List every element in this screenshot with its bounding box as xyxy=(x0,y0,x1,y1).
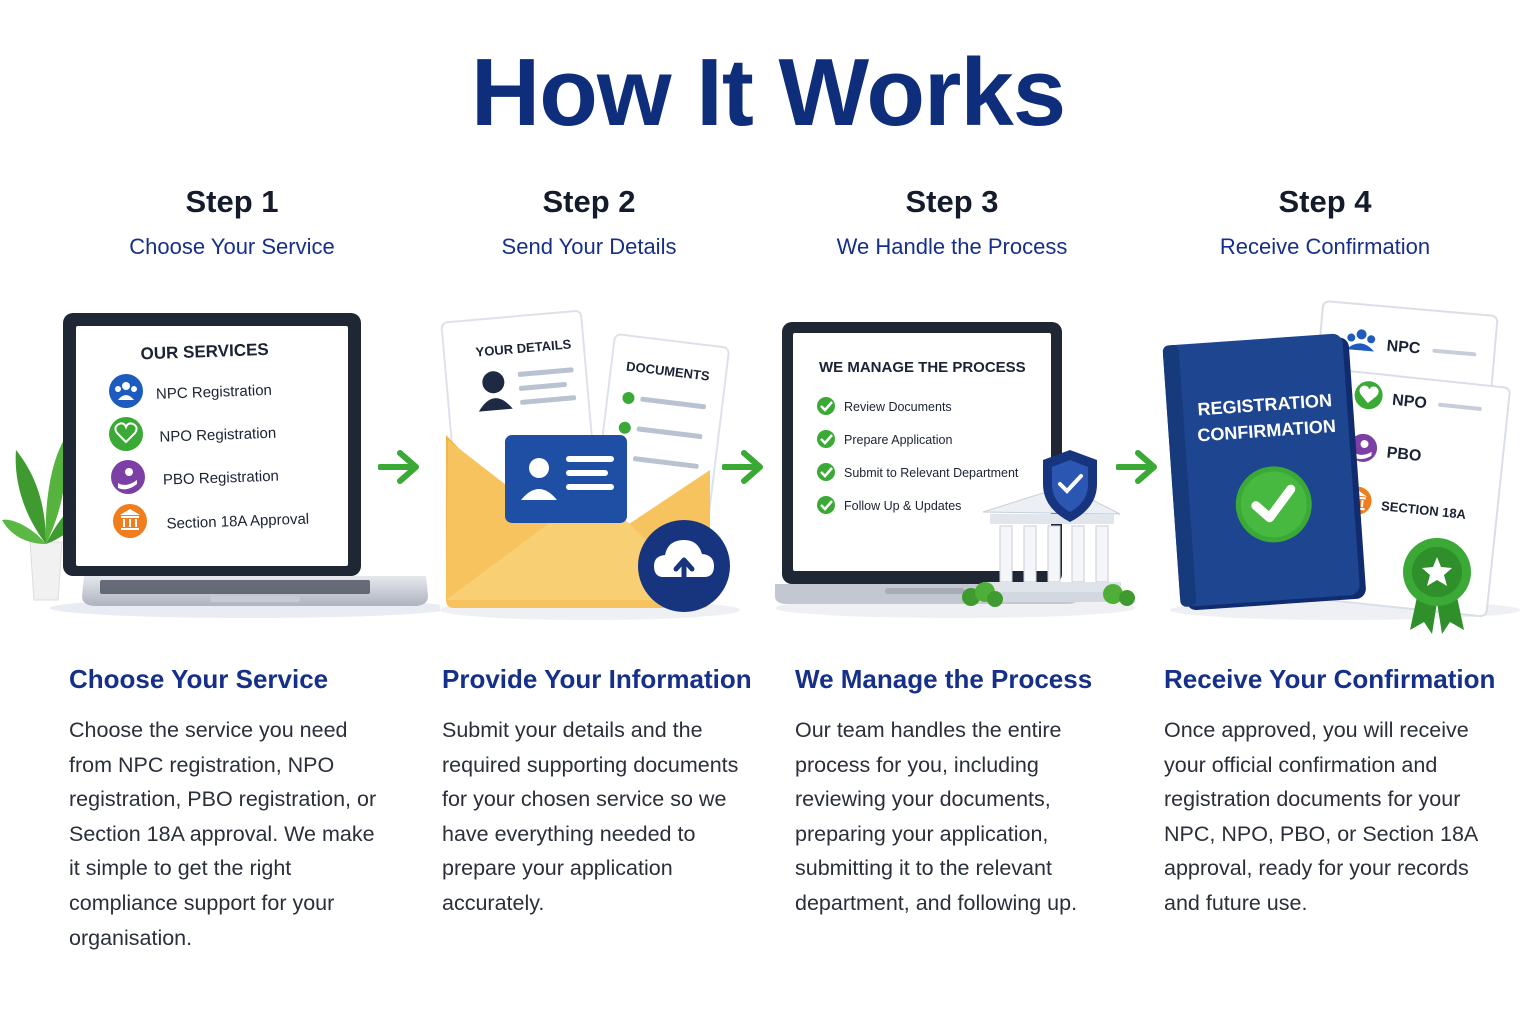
bush-icon xyxy=(962,582,1135,607)
step-number: Step 3 xyxy=(905,184,999,219)
cloud-upload-icon xyxy=(638,520,730,612)
award-ribbon-icon xyxy=(1403,538,1471,634)
step-body: Choose the service you need from NPC reg… xyxy=(69,718,377,950)
step-subtitle: Send Your Details xyxy=(501,234,677,259)
step-heading: Choose Your Service xyxy=(69,664,329,694)
pbo-hand-icon xyxy=(111,460,145,494)
step-number: Step 1 xyxy=(185,184,279,219)
process-item: Prepare Application xyxy=(844,433,952,447)
step-subtitle: We Handle the Process xyxy=(836,234,1068,259)
step-description-2: Provide Your Information Submit your det… xyxy=(442,664,762,921)
registration-card-label: PBO xyxy=(1386,444,1422,465)
service-item: NPC Registration xyxy=(156,382,272,403)
section18a-building-icon xyxy=(113,504,147,538)
process-item: Review Documents xyxy=(844,400,952,414)
step-header-4: Step 4 Receive Confirmation xyxy=(1155,184,1495,260)
check-circle-icon xyxy=(817,463,835,481)
arrow-right-icon xyxy=(1116,450,1157,484)
screen-title: WE MANAGE THE PROCESS xyxy=(819,359,1026,376)
npc-people-icon xyxy=(1346,329,1376,352)
arrow-right-icon xyxy=(722,450,763,484)
step-number: Step 4 xyxy=(1278,184,1372,219)
illustration-envelope-documents: DOCUMENTS YOUR DETAILS xyxy=(440,300,740,640)
npc-people-icon xyxy=(109,374,143,408)
illustration-laptop-services: OUR SERVICES NPC Registration NPO Regist… xyxy=(0,300,440,640)
illustration-registration-confirmation: NPC NPO PBO SECTION 18A xyxy=(1160,300,1536,640)
service-item: NPO Registration xyxy=(159,425,276,446)
process-item: Submit to Relevant Department xyxy=(844,466,1019,480)
step-body: Submit your details and the required sup… xyxy=(442,718,739,915)
step-header-2: Step 2 Send Your Details xyxy=(419,184,759,260)
step-subtitle: Choose Your Service xyxy=(129,234,335,259)
step-heading: Provide Your Information xyxy=(442,664,752,694)
screen-title: OUR SERVICES xyxy=(140,340,269,363)
shield-check-icon xyxy=(1043,450,1097,522)
step-header-1: Step 1 Choose Your Service xyxy=(62,184,402,260)
illustration-process-monitor: WE MANAGE THE PROCESS Review Documents P… xyxy=(775,300,1155,640)
step-header-3: Step 3 We Handle the Process xyxy=(782,184,1122,260)
step-body: Once approved, you will receive your off… xyxy=(1164,718,1478,915)
page-title: How It Works xyxy=(470,39,1066,146)
step-body: Our team handles the entire process for … xyxy=(795,718,1078,915)
service-item: PBO Registration xyxy=(163,468,279,489)
registration-card-label: NPO xyxy=(1391,392,1427,413)
step-description-1: Choose Your Service Choose the service y… xyxy=(69,664,389,955)
step-description-3: We Manage the Process Our team handles t… xyxy=(795,664,1105,921)
npo-heart-hands-icon xyxy=(109,417,143,451)
arrow-right-icon xyxy=(378,450,419,484)
registration-card-label: NPC xyxy=(1386,338,1422,358)
process-item: Follow Up & Updates xyxy=(844,499,961,513)
step-subtitle: Receive Confirmation xyxy=(1219,234,1431,259)
service-item: Section 18A Approval xyxy=(166,511,309,533)
npo-heart-hands-icon xyxy=(1354,381,1383,410)
check-circle-icon xyxy=(817,397,835,415)
step-number: Step 2 xyxy=(542,184,636,219)
check-circle-icon xyxy=(1235,466,1312,543)
check-circle-icon xyxy=(817,430,835,448)
step-heading: Receive Your Confirmation xyxy=(1164,664,1496,694)
step-description-4: Receive Your Confirmation Once approved,… xyxy=(1164,664,1496,921)
check-circle-icon xyxy=(817,496,835,514)
step-heading: We Manage the Process xyxy=(795,664,1093,694)
